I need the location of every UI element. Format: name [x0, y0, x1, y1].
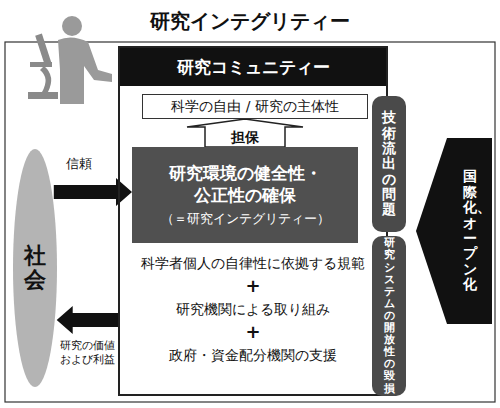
- plus-sign: +: [120, 275, 386, 297]
- arrow-shape: [416, 138, 492, 324]
- edge-label: 信頼: [66, 156, 92, 172]
- flow-arrow: [57, 306, 118, 334]
- principle-text: 科学の自由 / 研究の主体性: [171, 98, 339, 116]
- plus-sign: +: [120, 321, 386, 343]
- microscope-symbol: [28, 34, 58, 99]
- issue-band: 技術流出の問題: [372, 96, 406, 232]
- society-text: 社会: [24, 244, 46, 292]
- edge-label: 研究の価値および利益: [60, 338, 115, 366]
- researcher-silhouette: [58, 16, 112, 104]
- guarantee-arrow: [187, 119, 303, 147]
- diagram-title: 研究インテグリティー: [0, 8, 500, 34]
- arrow-text: 国際化、オープン化: [463, 169, 477, 292]
- arrow-body: 国際化、オープン化: [447, 138, 492, 324]
- panel-header: 研究コミュニティー: [120, 48, 386, 86]
- integrity-note: （＝研究インテグリティー）: [161, 210, 330, 228]
- component-text: 政府・資金配分機関の支援: [120, 343, 386, 367]
- label-column: 科学者個人の自律性に依拠する規範+研究機関による取り組み+政府・資金配分機関の支…: [120, 251, 386, 367]
- edge-label: 担保: [205, 129, 285, 145]
- component-text: 研究機関による取り組み: [120, 297, 386, 321]
- principle-box: 科学の自由 / 研究の主体性: [142, 94, 368, 119]
- ellipse-shape: [13, 149, 57, 387]
- panel-heading: 研究コミュニティー: [177, 56, 330, 79]
- integrity-box: 研究環境の健全性・公正性の確保 （＝研究インテグリティー）: [132, 147, 358, 243]
- issue-text: 技術流出の問題: [382, 110, 396, 218]
- arrow-outline: [416, 138, 492, 324]
- issue-text: 研究システムの開放性の毀損: [384, 237, 395, 394]
- pressure-arrow: 国際化、オープン化: [416, 138, 492, 324]
- component-text: 科学者個人の自律性に依拠する規範: [120, 251, 386, 275]
- integrity-heading: 研究環境の健全性・公正性の確保: [163, 162, 326, 206]
- flow-arrow: [54, 178, 132, 206]
- issue-band: 研究システムの開放性の毀損: [372, 236, 406, 396]
- society-ellipse: 社会: [12, 148, 58, 388]
- community-panel: 研究コミュニティー科学者個人の自律性に依拠する規範+研究機関による取り組み+政府…: [118, 46, 388, 396]
